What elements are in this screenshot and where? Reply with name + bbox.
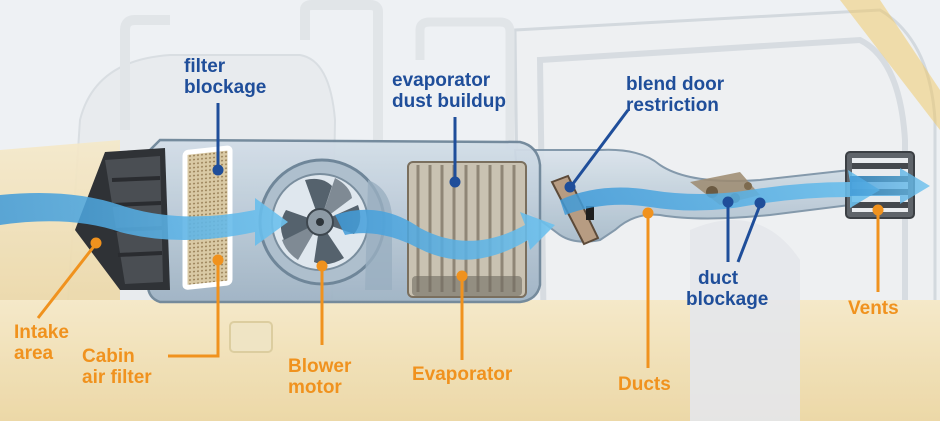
- label-duct-blockage: duct blockage: [686, 268, 768, 310]
- label-line: restriction: [626, 95, 719, 116]
- label-line: motor: [288, 377, 342, 398]
- label-evaporator-dust-buildup: evaporator dust buildup: [392, 70, 506, 112]
- label-line: Vents: [848, 298, 899, 319]
- label-line: blend door: [626, 74, 725, 95]
- label-cabin-air-filter: Cabin air filter: [82, 346, 152, 388]
- airflow-arrow: [0, 168, 930, 260]
- label-line: evaporator: [392, 70, 491, 91]
- label-filter-blockage: filter blockage: [184, 56, 266, 98]
- label-line: Blower: [288, 356, 352, 377]
- label-evaporator: Evaporator: [412, 364, 512, 385]
- component-leader-lines: [36, 204, 884, 368]
- label-line: filter: [184, 56, 226, 77]
- label-intake-area: Intake area: [14, 322, 69, 364]
- label-vents: Vents: [848, 298, 899, 319]
- label-line: air filter: [82, 367, 152, 388]
- label-line: area: [14, 343, 54, 364]
- label-line: Cabin: [82, 346, 135, 367]
- label-line: Ducts: [618, 374, 671, 395]
- label-line: Evaporator: [412, 364, 513, 385]
- label-line: blockage: [184, 77, 267, 98]
- problem-leader-lines: [212, 103, 766, 263]
- label-ducts: Ducts: [618, 374, 671, 395]
- label-line: blockage: [686, 289, 769, 310]
- label-blower-motor: Blower motor: [288, 356, 351, 398]
- label-line: Intake: [14, 322, 69, 343]
- evaporator-coil: [407, 161, 527, 298]
- label-line: duct: [698, 268, 739, 289]
- label-blend-door-restriction: blend door restriction: [626, 74, 724, 116]
- label-line: dust buildup: [392, 91, 506, 112]
